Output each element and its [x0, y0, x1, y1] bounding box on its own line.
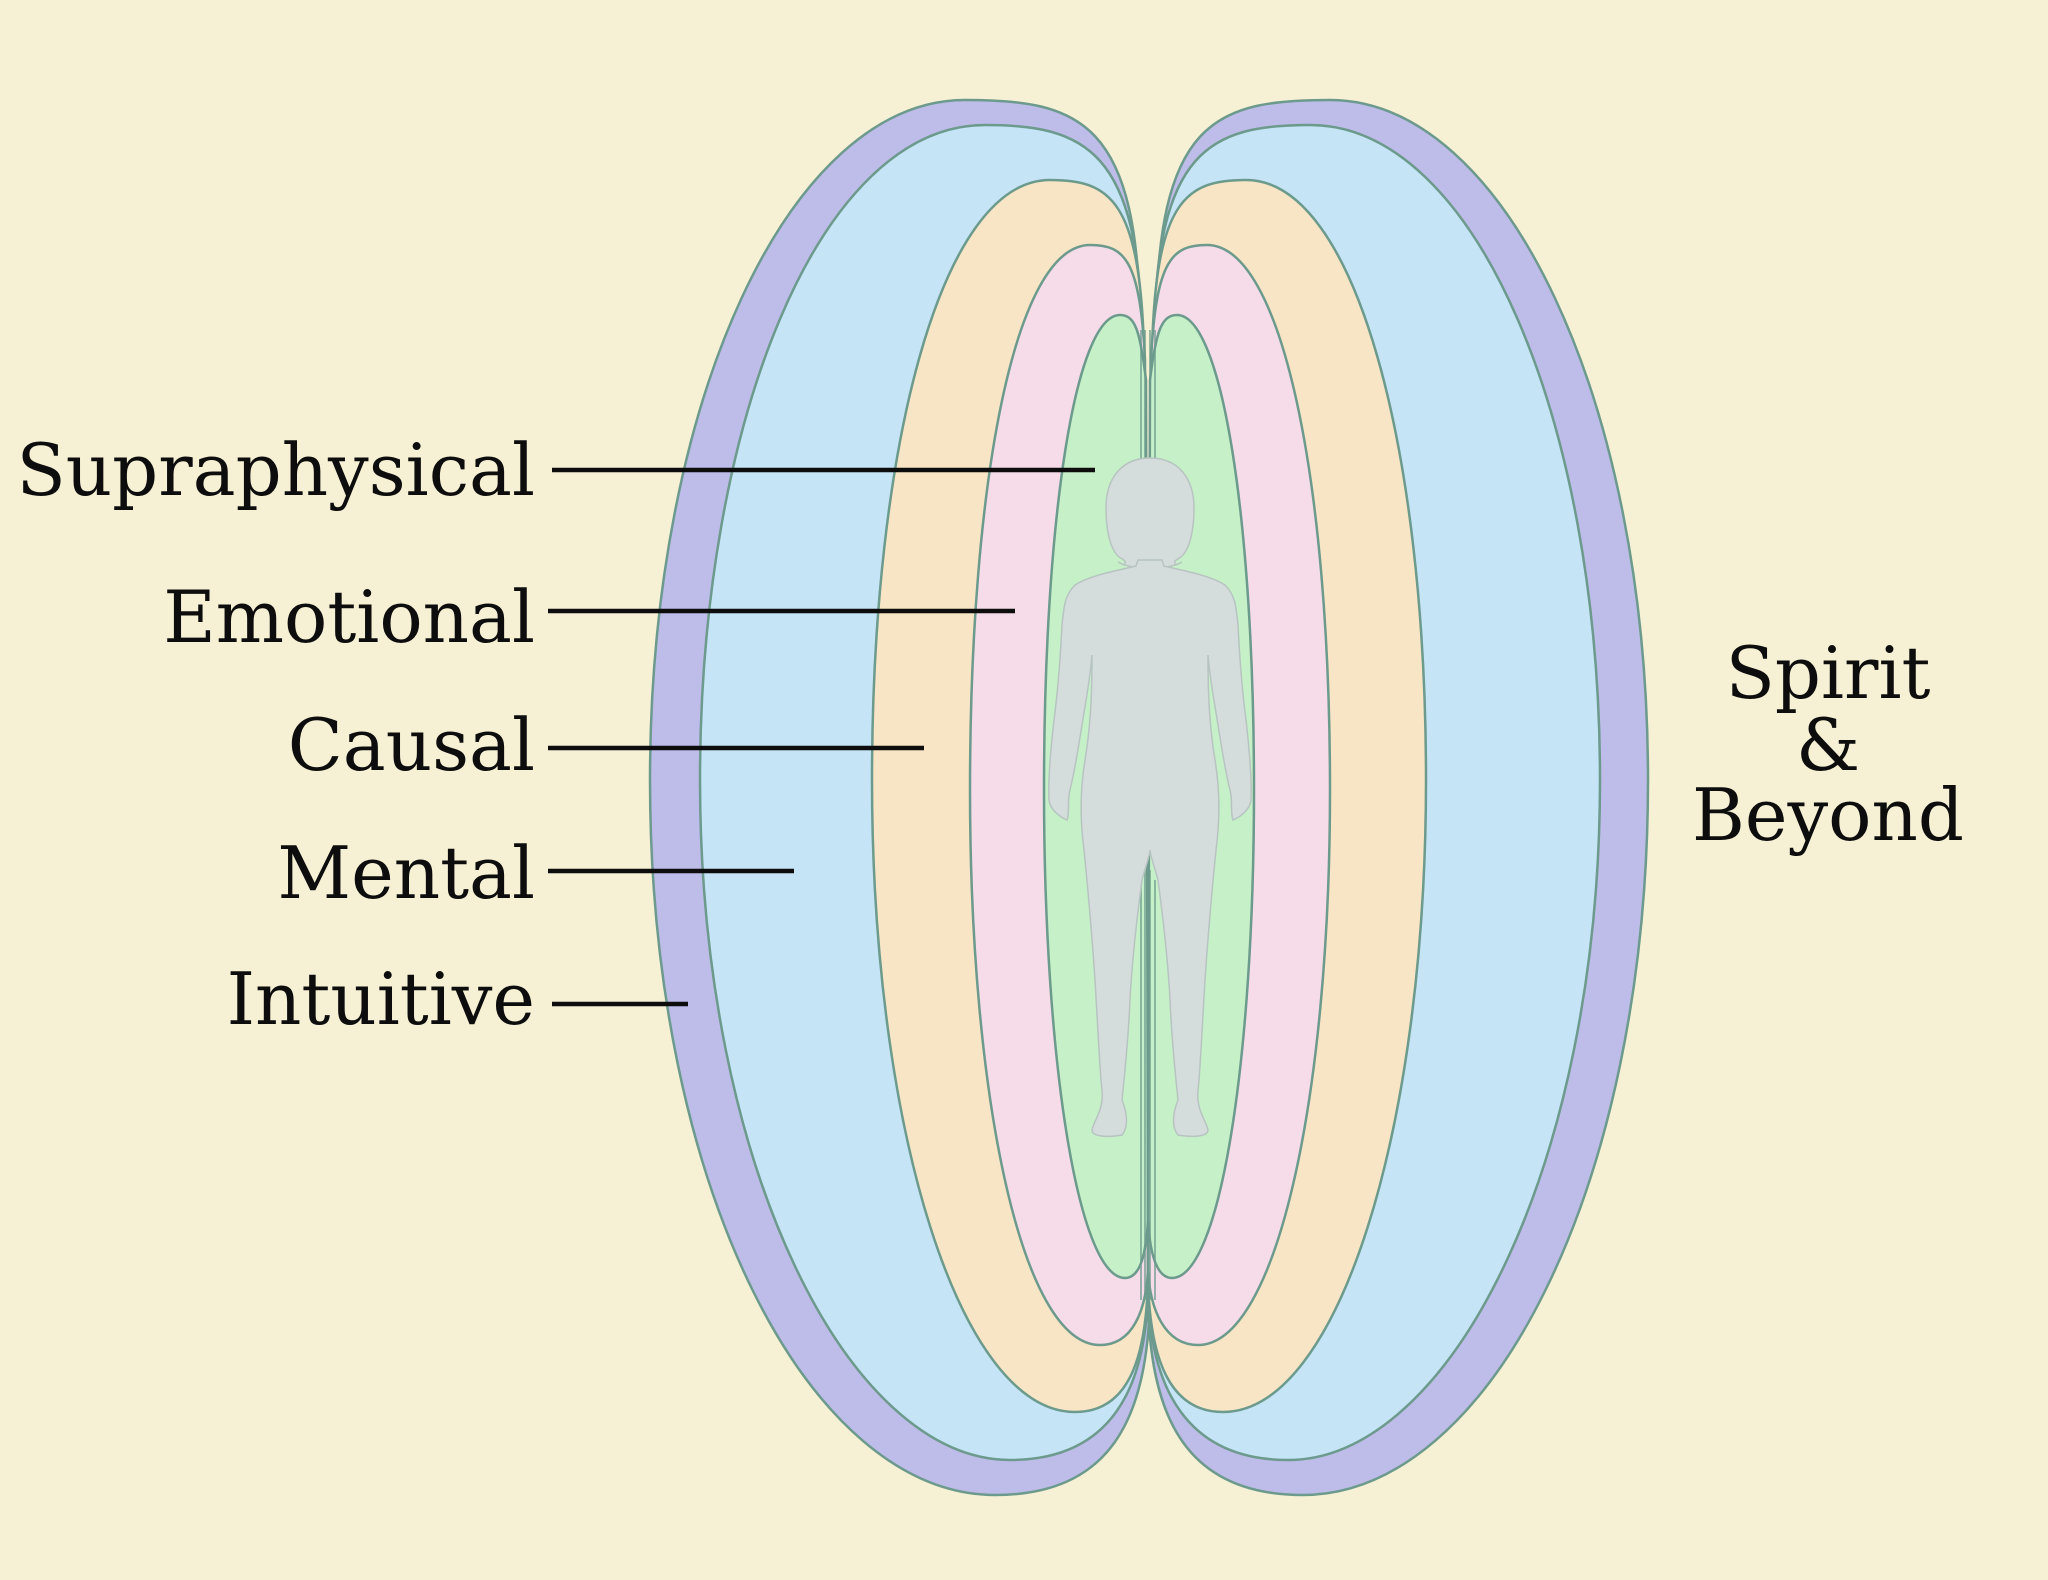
layer-labels: Supraphysical Emotional Causal Mental In…: [16, 428, 535, 1041]
spirit-label-line-1: Spirit: [1726, 631, 1931, 715]
suprasphysical-label: Supraphysical: [16, 428, 535, 512]
leader-lines: [548, 467, 1095, 1007]
spirit-label-line-3: Beyond: [1692, 773, 1964, 857]
causal-label: Causal: [288, 703, 535, 787]
spirit-label-line-2: &: [1796, 703, 1860, 787]
human-figure: [1048, 457, 1252, 1138]
mental-label: Mental: [277, 831, 535, 915]
intuitive-label: Intuitive: [227, 957, 535, 1041]
central-channel: [1140, 330, 1156, 1300]
figure-head: [1105, 457, 1195, 570]
emotional-label: Emotional: [163, 575, 535, 659]
spirit-beyond-label: Spirit & Beyond: [1692, 631, 1964, 857]
figure-body: [1048, 559, 1252, 1138]
